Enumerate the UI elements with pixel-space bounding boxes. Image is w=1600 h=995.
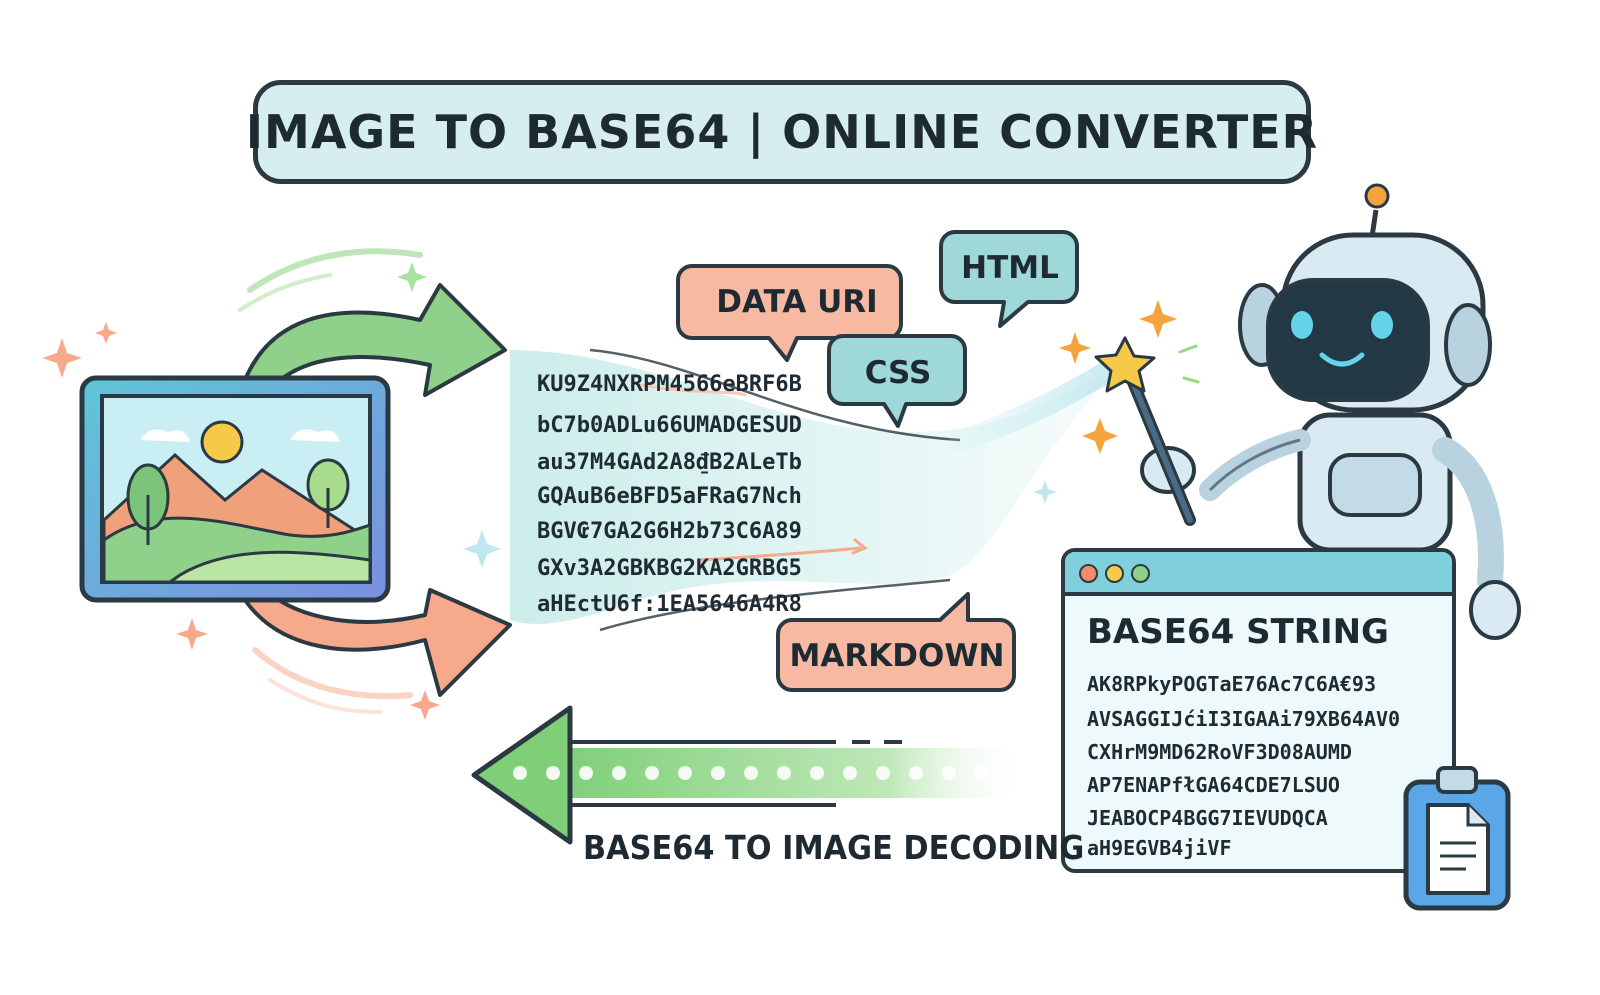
window-maximize-dot xyxy=(1131,564,1150,583)
bubble-css xyxy=(827,334,967,428)
bubble-label-markdown: MARKDOWN xyxy=(789,638,1005,674)
encode-arrow-top xyxy=(238,248,507,397)
decode-label: BASE64 TO IMAGE DECODING xyxy=(583,828,1085,867)
data-stream-ribbon xyxy=(510,348,1121,632)
stream-line: BGV₢7GA2G6H2b73C6A89 xyxy=(537,519,802,544)
stream-line: au37M4GAd2A8₫B2ALeTb xyxy=(537,450,802,475)
stream-line: GXv3A2GBKBG2KA2GRBG5 xyxy=(537,556,802,581)
code-line: aH9EGVB4jiVF xyxy=(1087,836,1232,860)
stream-line: bC7b0ADLu66UMADGESUD xyxy=(537,413,802,438)
sparkle-icon xyxy=(463,480,1057,568)
bubble-label-data-uri: DATA URI xyxy=(716,284,878,320)
decode-arrow xyxy=(471,705,1030,845)
sparkle-icon xyxy=(42,322,440,720)
robot-icon xyxy=(1140,183,1521,640)
bubble-html xyxy=(939,230,1079,328)
code-line: CXHrM9MD62RoVF3D08AUMD xyxy=(1087,740,1352,764)
stream-line: KU9Z4NXRPM4566eBRF6B xyxy=(537,372,802,397)
code-line: AK8RPkyPOGTaE76Ac7C6A€93 xyxy=(1087,672,1376,696)
sparkle-icon xyxy=(397,262,427,292)
window-titlebar xyxy=(1065,552,1452,596)
bubble-markdown xyxy=(776,592,1016,692)
base64-string-window: BASE64 STRING AK8RPkyPOGTaE76Ac7C6A€93 A… xyxy=(1061,548,1456,873)
clipboard-icon xyxy=(1403,766,1511,911)
code-line: JEABOCP4BGG7IEVUDQCA xyxy=(1087,806,1328,830)
sparkle-icon xyxy=(1059,300,1177,454)
code-line: AVSAGGIJćiI3IGAAi79XB64AV0 xyxy=(1087,707,1401,731)
encode-arrow-bottom xyxy=(243,588,512,714)
magic-wand-icon xyxy=(1094,336,1196,526)
title-banner: IMAGE TO BASE64 | ONLINE CONVERTER xyxy=(246,80,1317,184)
base64-string-heading: BASE64 STRING xyxy=(1087,612,1389,652)
image-icon xyxy=(79,375,391,603)
bubble-label-css: CSS xyxy=(864,355,932,391)
page-title: IMAGE TO BASE64 | ONLINE CONVERTER xyxy=(245,105,1319,159)
window-close-dot xyxy=(1079,564,1098,583)
window-minimize-dot xyxy=(1105,564,1124,583)
stream-line: GQAuB6eBFD5aFRaG7Nch xyxy=(537,484,802,509)
bubble-label-html: HTML xyxy=(961,250,1059,286)
stream-line: aHEctU6f:1EA5646A4R8 xyxy=(537,592,802,617)
code-line: AP7ENAPfłGA64CDE7LSUO xyxy=(1087,773,1340,797)
